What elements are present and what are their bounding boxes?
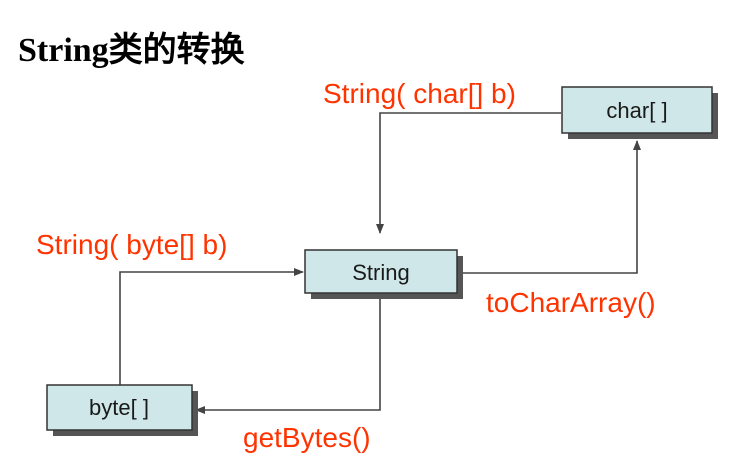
edge-string-to-byte-array	[195, 296, 381, 414]
byte-array-box	[46, 384, 193, 431]
char-array-label: char[ ]	[606, 98, 667, 123]
string-box	[304, 249, 458, 294]
byte-array-label: byte[ ]	[89, 395, 149, 420]
label-get-bytes: getBytes()	[243, 422, 371, 453]
char-array-box	[561, 86, 713, 134]
page-title: String类的转换	[18, 32, 245, 69]
label-from-char-array: String( char[] b)	[323, 78, 516, 109]
edge-char-array-to-string	[376, 112, 561, 234]
char-array-node: char[ ]	[561, 86, 718, 139]
edge-string-to-char-array	[460, 140, 641, 274]
label-to-char-array: toCharArray()	[486, 287, 656, 318]
string-label: String	[352, 260, 409, 285]
byte-array-node: byte[ ]	[46, 384, 198, 436]
label-from-byte-array: String( byte[] b)	[36, 229, 227, 260]
string-node: String	[304, 249, 463, 299]
edge-byte-array-to-string	[119, 268, 304, 385]
